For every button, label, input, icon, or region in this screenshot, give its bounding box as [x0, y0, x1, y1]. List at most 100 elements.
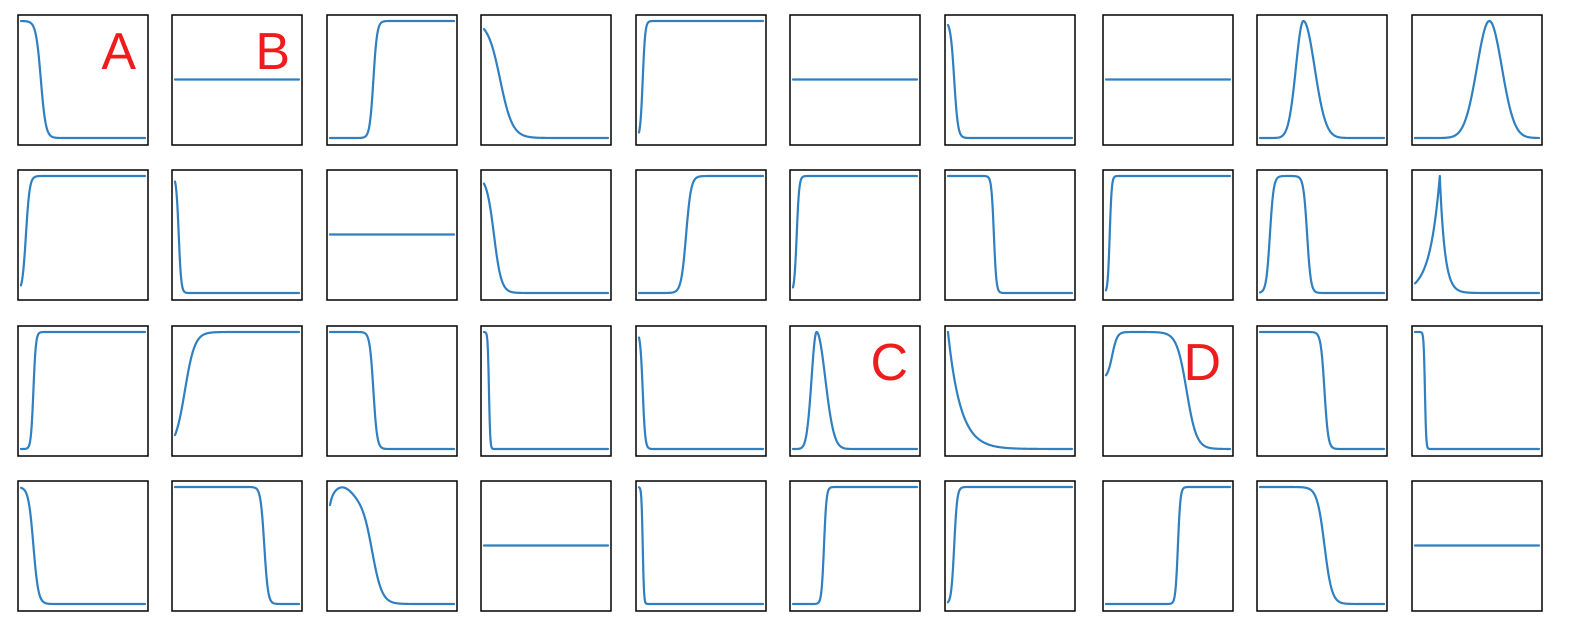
subplot-2-9 — [1256, 169, 1388, 301]
subplot-frame — [480, 325, 612, 457]
subplot-frame — [1102, 169, 1234, 301]
subplot-4-2 — [171, 480, 303, 612]
subplot-4-3 — [326, 480, 458, 612]
subplot-3-2 — [171, 325, 303, 457]
subplot-frame — [789, 169, 921, 301]
series-line — [1104, 485, 1232, 606]
series-line — [946, 23, 1074, 140]
subplot-frame — [1411, 14, 1543, 146]
series-line — [791, 485, 919, 606]
subplot-4-8 — [1102, 480, 1234, 612]
series-line — [173, 180, 301, 295]
subplot-frame — [944, 325, 1076, 457]
series-line — [946, 174, 1074, 295]
series-line — [482, 182, 610, 295]
subplot-1-2: B — [171, 14, 303, 146]
series-line — [173, 330, 301, 437]
series-line — [19, 174, 147, 287]
subplot-2-5 — [635, 169, 767, 301]
subplot-frame — [944, 14, 1076, 146]
subplot-frame — [17, 480, 149, 612]
subplot-frame — [326, 480, 458, 612]
series-line — [482, 330, 610, 451]
subplot-3-1 — [17, 325, 149, 457]
subplot-3-6: C — [789, 325, 921, 457]
subplot-4-5 — [635, 480, 767, 612]
series-line — [1413, 19, 1541, 140]
series-line — [1104, 330, 1232, 451]
series-line — [19, 19, 147, 140]
subplot-1-6 — [789, 14, 921, 146]
series-line — [328, 330, 456, 451]
subplot-frame — [17, 169, 149, 301]
subplot-4-1 — [17, 480, 149, 612]
series-line — [791, 174, 919, 289]
subplot-2-4 — [480, 169, 612, 301]
series-line — [1258, 485, 1386, 606]
subplot-4-7 — [944, 480, 1076, 612]
series-line — [482, 27, 610, 140]
subplot-frame — [1411, 169, 1543, 301]
series-line — [637, 486, 765, 606]
subplot-3-8: D — [1102, 325, 1234, 457]
subplot-frame — [17, 325, 149, 457]
subplot-frame — [171, 480, 303, 612]
series-line — [173, 485, 301, 606]
subplot-2-7 — [944, 169, 1076, 301]
subplot-frame — [635, 169, 767, 301]
subplot-frame — [635, 14, 767, 146]
subplot-3-4 — [480, 325, 612, 457]
subplot-frame — [1102, 325, 1234, 457]
subplot-frame — [326, 325, 458, 457]
series-line — [328, 19, 456, 140]
series-line — [791, 330, 919, 451]
subplot-frame — [1256, 325, 1388, 457]
subplot-frame — [171, 169, 303, 301]
series-line — [1258, 174, 1386, 295]
series-line — [1258, 19, 1386, 140]
series-line — [1104, 174, 1232, 292]
series-line — [19, 486, 147, 606]
subplot-2-1 — [17, 169, 149, 301]
series-line — [1413, 330, 1541, 451]
subplot-2-3 — [326, 169, 458, 301]
series-line — [1258, 330, 1386, 451]
series-line — [637, 174, 765, 295]
subplot-frame — [1411, 325, 1543, 457]
subplot-frame — [635, 325, 767, 457]
panel-label-c: C — [870, 334, 908, 392]
subplot-4-6 — [789, 480, 921, 612]
subplot-2-6 — [789, 169, 921, 301]
subplot-frame — [17, 14, 149, 146]
series-line — [946, 330, 1074, 451]
subplot-frame — [1256, 169, 1388, 301]
subplot-1-5 — [635, 14, 767, 146]
panel-label-d: D — [1183, 334, 1221, 392]
panel-label-b: B — [255, 23, 290, 81]
subplot-2-8 — [1102, 169, 1234, 301]
series-line — [946, 485, 1074, 604]
subplot-frame — [944, 169, 1076, 301]
subplot-3-7 — [944, 325, 1076, 457]
subplot-1-7 — [944, 14, 1076, 146]
subplot-3-10 — [1411, 325, 1543, 457]
subplot-frame — [789, 480, 921, 612]
subplot-1-10 — [1411, 14, 1543, 146]
subplot-4-4 — [480, 480, 612, 612]
panel-label-a: A — [101, 23, 136, 81]
series-line — [328, 486, 456, 606]
subplot-4-10 — [1411, 480, 1543, 612]
subplot-2-2 — [171, 169, 303, 301]
subplot-4-9 — [1256, 480, 1388, 612]
subplot-3-5 — [635, 325, 767, 457]
subplot-1-4 — [480, 14, 612, 146]
subplot-2-10 — [1411, 169, 1543, 301]
subplot-1-3 — [326, 14, 458, 146]
subplot-1-1: A — [17, 14, 149, 146]
subplot-3-9 — [1256, 325, 1388, 457]
subplot-frame — [1102, 480, 1234, 612]
subplot-frame — [171, 325, 303, 457]
subplot-frame — [480, 14, 612, 146]
subplot-1-8 — [1102, 14, 1234, 146]
